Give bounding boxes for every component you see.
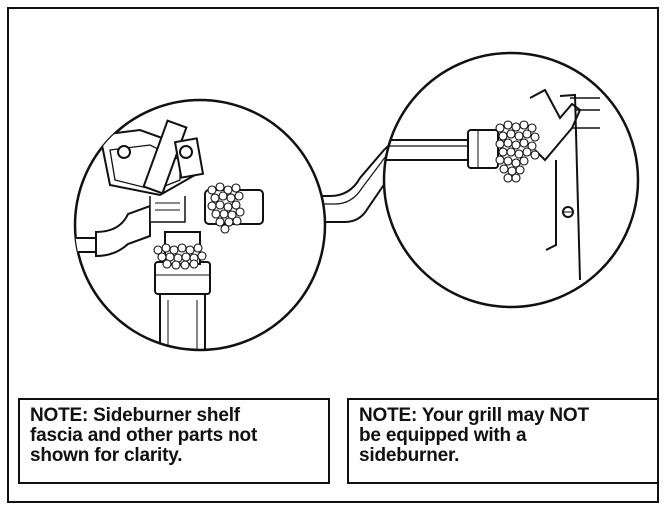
note-sideburner-shelf: NOTE: Sideburner shelf fascia and other …: [18, 398, 330, 484]
note-left-line-1: NOTE: Sideburner shelf: [30, 405, 240, 426]
note-right-line-1: NOTE: Your grill may NOT: [359, 405, 589, 426]
note-left-line-3: shown for clarity.: [30, 445, 183, 466]
note-left-line-2: fascia and other parts not: [30, 425, 258, 446]
leak-test-bubbles-left: [153, 182, 245, 270]
note-right-line-2: be equipped with a: [359, 425, 527, 446]
note-right-line-3: sideburner.: [359, 445, 460, 466]
leak-test-bubbles-right: [495, 120, 540, 183]
valve-detail-circle: [73, 98, 327, 352]
note-sideburner-equipped: NOTE: Your grill may NOT be equipped wit…: [347, 398, 659, 484]
sideburner-detail-circle: [382, 51, 640, 309]
